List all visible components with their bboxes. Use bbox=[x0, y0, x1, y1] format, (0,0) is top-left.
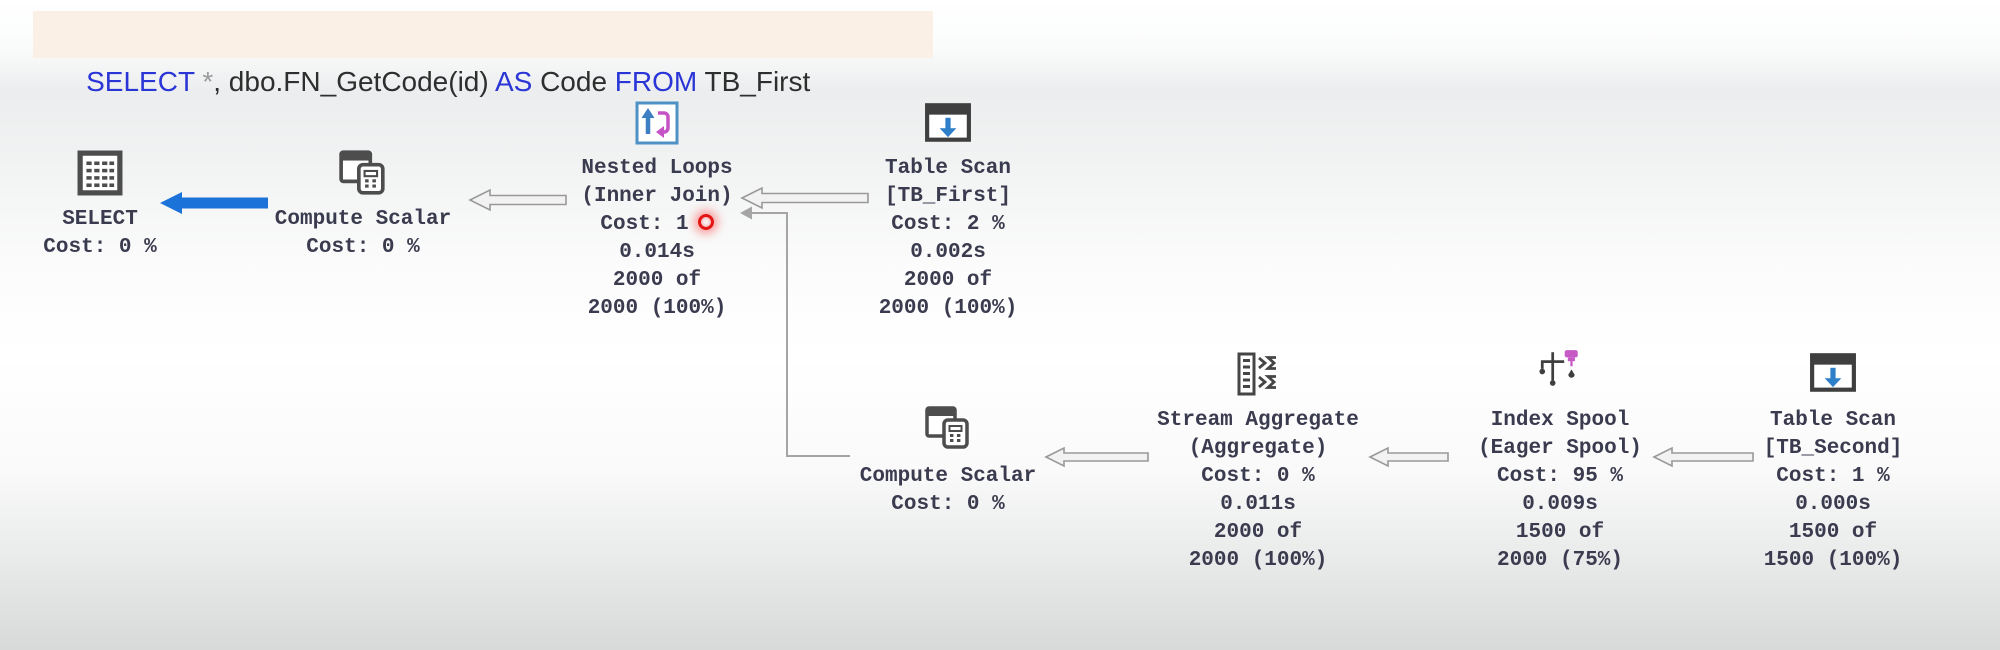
node-rows: 2000 of bbox=[1213, 521, 1303, 544]
node-subtype: (Eager Spool) bbox=[1478, 437, 1642, 460]
node-rows: 1500 of bbox=[1515, 521, 1605, 544]
plan-node-table-scan-first[interactable]: Table Scan [TB_First] Cost: 2 % 0.002s 2… bbox=[818, 101, 1078, 323]
result-grid-icon bbox=[0, 150, 230, 196]
plan-node-compute-scalar-lower[interactable]: Compute Scalar Cost: 0 % bbox=[818, 403, 1078, 519]
node-label: Compute Scalar bbox=[859, 465, 1037, 488]
node-label: Index Spool bbox=[1490, 409, 1630, 432]
plan-node-table-scan-second[interactable]: Table Scan [TB_Second] Cost: 1 % 0.000s … bbox=[1703, 351, 1963, 575]
query-text-bar[interactable]: SELECT *, dbo.FN_GetCode(id) AS Code FRO… bbox=[33, 11, 933, 97]
node-time: 0.014s bbox=[619, 241, 695, 264]
node-time: 0.009s bbox=[1522, 493, 1598, 516]
node-rows: 2000 of bbox=[612, 269, 702, 292]
sql-table-name: TB_First bbox=[697, 66, 811, 97]
node-label: Stream Aggregate bbox=[1157, 409, 1359, 432]
plan-node-stream-aggregate[interactable]: Stream Aggregate (Aggregate) Cost: 0 % 0… bbox=[1128, 351, 1388, 575]
node-cost: Cost: 0 % bbox=[891, 493, 1005, 516]
node-time: 0.000s bbox=[1795, 493, 1871, 516]
node-rows-pct: 2000 (75%) bbox=[1496, 549, 1624, 572]
node-object: [TB_Second] bbox=[1763, 437, 1903, 460]
node-rows: 2000 of bbox=[903, 269, 993, 292]
sql-keyword-as: AS bbox=[494, 66, 533, 97]
node-rows-pct: 2000 (100%) bbox=[587, 297, 727, 320]
node-label: Nested Loops bbox=[581, 157, 733, 180]
node-object: [TB_First] bbox=[884, 185, 1012, 208]
plan-node-select[interactable]: SELECT Cost: 0 % bbox=[0, 150, 230, 262]
plan-node-compute-scalar-upper[interactable]: Compute Scalar Cost: 0 % bbox=[233, 147, 493, 262]
node-rows: 1500 of bbox=[1788, 521, 1878, 544]
sql-keyword-from: FROM bbox=[614, 66, 698, 97]
node-cost: Cost: 0 % bbox=[43, 236, 157, 259]
node-cost: Cost: 2 % bbox=[891, 213, 1005, 236]
node-cost: Cost: 0 % bbox=[1201, 465, 1315, 488]
plan-node-nested-loops[interactable]: Nested Loops (Inner Join) Cost: 1 0.014s… bbox=[527, 100, 787, 323]
node-subtype: (Aggregate) bbox=[1188, 437, 1328, 460]
index-spool-icon bbox=[1430, 347, 1690, 395]
node-label: Table Scan bbox=[884, 157, 1012, 180]
node-cost: Cost: 1 % bbox=[1776, 465, 1890, 488]
table-scan-icon bbox=[1703, 351, 1963, 395]
compute-scalar-icon bbox=[233, 147, 493, 197]
node-rows-pct: 1500 (100%) bbox=[1763, 549, 1903, 572]
node-label: Table Scan bbox=[1769, 409, 1897, 432]
node-time: 0.011s bbox=[1220, 493, 1296, 516]
sql-function-call: dbo.FN_GetCode(id) bbox=[228, 66, 495, 97]
nested-loops-icon bbox=[527, 100, 787, 146]
stream-aggregate-icon bbox=[1128, 351, 1388, 397]
plan-node-index-spool[interactable]: Index Spool (Eager Spool) Cost: 95 % 0.0… bbox=[1430, 347, 1690, 575]
node-rows-pct: 2000 (100%) bbox=[878, 297, 1018, 320]
sql-comma: , bbox=[213, 66, 229, 97]
red-cursor-indicator bbox=[697, 214, 714, 230]
sql-keyword-select: SELECT bbox=[86, 66, 195, 97]
node-rows-pct: 2000 (100%) bbox=[1188, 549, 1328, 572]
node-time: 0.002s bbox=[910, 241, 986, 264]
sql-star: * bbox=[194, 66, 214, 97]
node-cost: Cost: 95 % bbox=[1496, 465, 1624, 488]
table-scan-icon bbox=[818, 101, 1078, 145]
compute-scalar-icon bbox=[818, 403, 1078, 451]
node-cost: Cost: 1 bbox=[527, 211, 787, 239]
node-label: Compute Scalar bbox=[274, 208, 452, 231]
node-subtype: (Inner Join) bbox=[581, 185, 733, 208]
sql-alias: Code bbox=[532, 66, 615, 97]
node-label: SELECT bbox=[62, 208, 138, 231]
node-cost: Cost: 0 % bbox=[306, 236, 420, 259]
